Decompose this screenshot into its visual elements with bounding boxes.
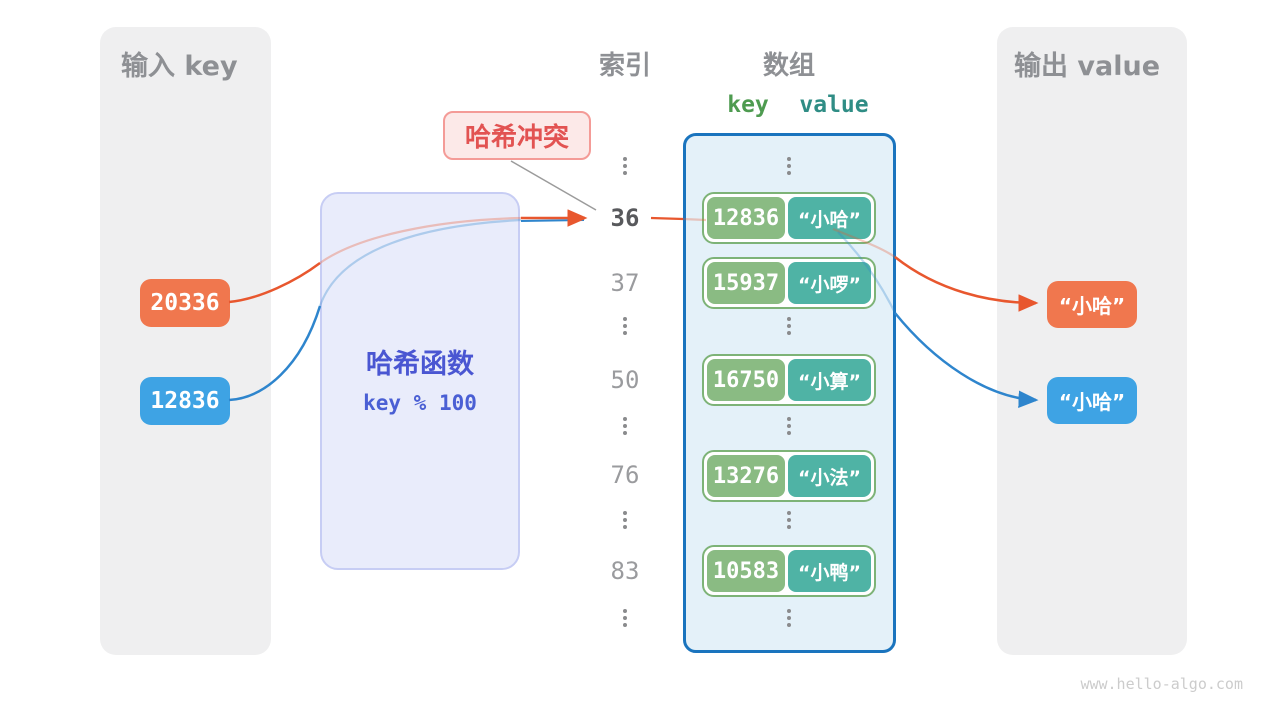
array-value-cell: “小鸭” <box>788 550 871 592</box>
input-panel-title: 输入 key <box>121 51 238 82</box>
index-83: 83 <box>610 557 640 585</box>
array-row: 16750 “小算” <box>702 354 876 406</box>
ellipsis-icon <box>623 417 627 435</box>
array-key-cell: 13276 <box>707 455 785 497</box>
array-row: 10583 “小鸭” <box>702 545 876 597</box>
array-row: 15937 “小啰” <box>702 257 876 309</box>
output-value-blue: “小哈” <box>1047 377 1137 424</box>
ellipsis-icon <box>787 609 791 627</box>
index-column-header: 索引 <box>598 51 652 81</box>
callout-leader-line <box>510 160 597 211</box>
ellipsis-icon <box>787 157 791 175</box>
array-value-cell: “小哈” <box>788 197 871 239</box>
hash-collision-callout: 哈希冲突 <box>443 111 591 160</box>
array-value-cell: “小啰” <box>788 262 871 304</box>
array-key-cell: 10583 <box>707 550 785 592</box>
line-36-to-array <box>650 216 684 221</box>
hash-function-formula: key % 100 <box>363 391 477 415</box>
ellipsis-icon <box>787 511 791 529</box>
ellipsis-icon <box>623 511 627 529</box>
output-panel-title: 输出 value <box>1014 51 1161 82</box>
hash-function-title: 哈希函数 <box>366 349 474 380</box>
array-key-cell: 15937 <box>707 262 785 304</box>
arrow-blue-to-index-36 <box>520 219 585 222</box>
array-value-label: value <box>799 92 869 118</box>
array-key-label: key <box>727 92 769 118</box>
site-watermark: www.hello-algo.com <box>1080 675 1243 693</box>
array-key-cell: 16750 <box>707 359 785 401</box>
hash-function-box <box>320 192 520 570</box>
ellipsis-icon <box>623 317 627 335</box>
ellipsis-icon <box>623 157 627 175</box>
ellipsis-icon <box>787 317 791 335</box>
input-panel <box>100 27 271 655</box>
array-row: 12836 “小哈” <box>702 192 876 244</box>
index-50: 50 <box>610 366 640 394</box>
ellipsis-icon <box>623 609 627 627</box>
output-value-orange: “小哈” <box>1047 281 1137 328</box>
index-37: 37 <box>610 269 640 297</box>
array-key-cell: 12836 <box>707 197 785 239</box>
index-36: 36 <box>610 204 640 232</box>
ellipsis-icon <box>787 417 791 435</box>
array-value-cell: “小算” <box>788 359 871 401</box>
input-key-12836: 12836 <box>140 377 230 425</box>
array-row: 13276 “小法” <box>702 450 876 502</box>
array-column-header: 数组 <box>762 51 816 81</box>
index-76: 76 <box>610 461 640 489</box>
array-value-cell: “小法” <box>788 455 871 497</box>
input-key-20336: 20336 <box>140 279 230 327</box>
output-panel <box>997 27 1187 655</box>
